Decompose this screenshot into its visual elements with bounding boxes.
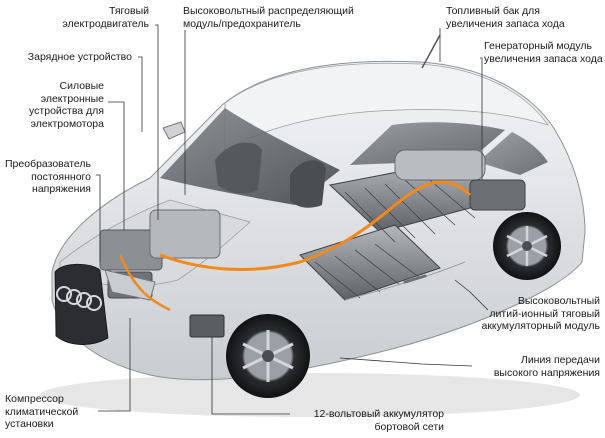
- battery-12v: [189, 314, 225, 338]
- line-hv-line: [339, 357, 473, 367]
- rear-hub: [522, 241, 532, 251]
- label-charger: Зарядное устройство: [27, 51, 132, 63]
- line-ac-compressor: [98, 318, 131, 412]
- battery-cells: [314, 175, 476, 299]
- line-power-electronics: [108, 101, 125, 230]
- battery-pack-front: [299, 224, 441, 301]
- motor-block: [149, 209, 221, 259]
- ground-shadow: [40, 373, 580, 417]
- grille-rings: [56, 286, 102, 311]
- line-dc-converter: [96, 174, 101, 262]
- label-hv-line: Линия передачи высокого напряжения: [493, 354, 600, 379]
- seat: [215, 142, 262, 194]
- generator-module: [469, 179, 526, 211]
- label-hv-distributor: Высоковольтный распределяющий модуль/пре…: [183, 5, 354, 30]
- grille: [54, 263, 109, 345]
- label-generator: Генераторный модуль увеличения запаса хо…: [484, 40, 603, 65]
- line-hv-battery: [454, 279, 489, 311]
- label-traction-motor: Тяговый электродвигатель: [62, 5, 149, 30]
- fuel-tank: [394, 149, 486, 181]
- label-dc-converter: Преобразователь постоянного напряжения: [5, 158, 92, 195]
- hv-cable-2: [118, 254, 171, 312]
- side-window-rear: [478, 132, 548, 175]
- callout-lines: [96, 24, 489, 415]
- door-handle: [403, 274, 427, 284]
- line-traction-motor: [155, 24, 159, 220]
- antenna: [421, 34, 441, 69]
- line-generator: [480, 57, 483, 180]
- label-power-electronics: Силовые электронные устройства для элект…: [29, 80, 104, 130]
- label-fuel-tank: Топливный бак для увеличения запаса хода: [446, 5, 565, 30]
- side-mirror: [162, 121, 186, 140]
- label-12v-battery: 12-вольтовый аккумулятор бортовой сети: [313, 408, 444, 433]
- label-hv-battery: Высоковольтный литий-ионный тяговый акку…: [481, 295, 600, 332]
- hv-cable: [159, 180, 472, 271]
- label-ac-compressor: Компрессор климатической установки: [5, 393, 79, 430]
- front-hub: [262, 350, 274, 362]
- line-charger: [138, 56, 143, 132]
- car-roof: [224, 62, 549, 151]
- line-12v: [211, 337, 290, 415]
- door-line: [344, 261, 466, 301]
- seat-2: [290, 160, 326, 208]
